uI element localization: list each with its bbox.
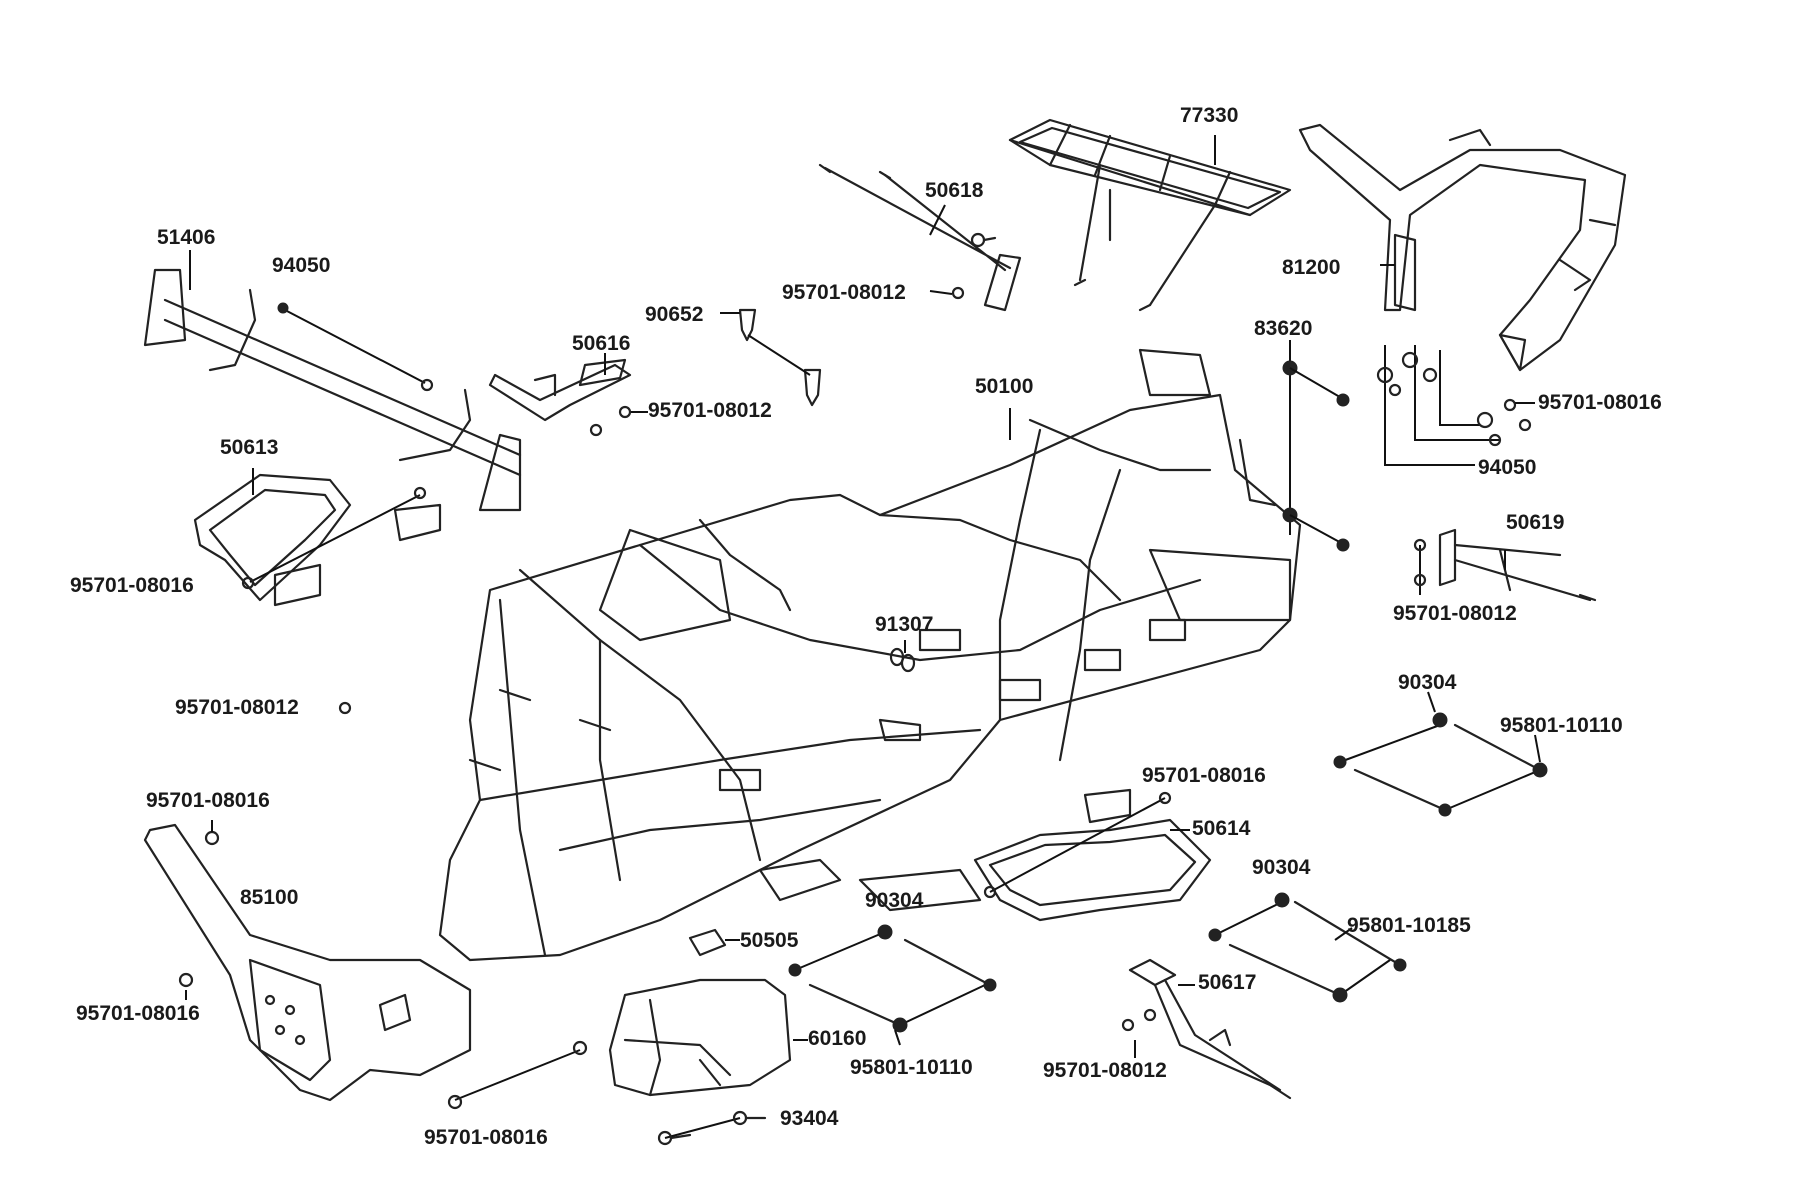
bolt-icon (241, 576, 255, 590)
bolt-icon (204, 830, 220, 846)
bolt-set-95701-08016f (447, 1040, 588, 1110)
label-90304-lower: 90304 (1252, 856, 1311, 879)
label-50614: 50614 (1192, 817, 1251, 840)
bolt-icon (618, 405, 632, 419)
bolt-set-95801-10110a (1333, 712, 1548, 817)
bolt-icon (178, 972, 194, 988)
bolt-icon (1413, 538, 1427, 552)
leader-95701-08012a (929, 290, 953, 295)
label-83620: 83620 (1254, 317, 1313, 340)
leader-94050a (284, 309, 426, 384)
bolt-icon (951, 286, 965, 300)
label-90304-upper: 90304 (1398, 671, 1457, 694)
label-91307: 91307 (875, 613, 934, 636)
label-50505: 50505 (740, 929, 799, 952)
label-50618: 50618 (925, 179, 984, 202)
bolt-icon (1121, 1018, 1135, 1032)
nut-icon (420, 378, 434, 392)
bolt-icon (1413, 573, 1427, 587)
cross-member-51406 (143, 268, 522, 512)
label-94050-upper: 94050 (272, 254, 331, 277)
label-50613: 50613 (220, 436, 279, 459)
label-95701-08012-mid: 95701-08012 (648, 399, 772, 422)
label-95701-08016-lower-left: 95701-08016 (76, 1002, 200, 1025)
label-50619: 50619 (1506, 511, 1565, 534)
mount-83620 (1282, 340, 1350, 552)
label-94050-right: 94050 (1478, 456, 1537, 479)
label-95701-08016-center: 95701-08016 (1142, 764, 1266, 787)
bolt-icon (1143, 1008, 1157, 1022)
label-90304-center: 90304 (865, 889, 924, 912)
label-50617: 50617 (1198, 971, 1257, 994)
bolt-icon (589, 423, 603, 437)
bracket-50505 (688, 928, 727, 957)
label-95701-08016-right: 95701-08016 (1538, 391, 1662, 414)
leader-95801-10110b (894, 1029, 901, 1046)
bolt-icon (970, 232, 997, 248)
bolt-set-95801-10185 (1208, 892, 1407, 1003)
leader-95701-08016c (989, 797, 1166, 893)
leader-95701-08016a (249, 494, 421, 583)
nut-icon (277, 302, 289, 314)
rear-guard-81200 (1298, 123, 1627, 372)
label-50616: 50616 (572, 332, 631, 355)
label-95701-08012-right: 95701-08012 (1393, 602, 1517, 625)
label-95801-10110-right: 95801-10110 (1500, 714, 1623, 737)
bolt-icon (1158, 791, 1172, 805)
bolt-icon (338, 701, 352, 715)
label-50100: 50100 (975, 375, 1034, 398)
footrest-50614 (973, 788, 1212, 922)
footrest-50613 (193, 473, 442, 607)
bracket-50617 (1128, 958, 1292, 1100)
leader-90304a (1427, 691, 1436, 713)
bolt-set-95801-10110b (788, 924, 997, 1033)
label-95701-08016-bottom: 95701-08016 (424, 1126, 548, 1149)
label-95801-10185: 95801-10185 (1347, 914, 1471, 937)
leader-95801-10110a (1534, 734, 1541, 763)
label-60160: 60160 (808, 1027, 867, 1050)
label-81200: 81200 (1282, 256, 1341, 279)
front-guard-85100 (143, 823, 472, 1102)
label-95701-08012-lower: 95701-08012 (1043, 1059, 1167, 1082)
clip-90652 (738, 308, 822, 407)
fastener-group (1376, 345, 1532, 466)
rear-rack-77330 (1008, 118, 1292, 312)
main-frame-50100 (438, 348, 1302, 962)
leader-95801-10185 (1334, 927, 1353, 941)
label-95701-08016-front: 95701-08016 (146, 789, 270, 812)
label-51406: 51406 (157, 226, 216, 249)
bolt-set-93404 (657, 1110, 767, 1146)
label-95701-08012-left: 95701-08012 (175, 696, 299, 719)
bracket-50619 (1438, 528, 1597, 602)
label-90652: 90652 (645, 303, 704, 326)
bolt-icon (413, 486, 427, 500)
label-95801-10110-lower: 95801-10110 (850, 1056, 973, 1079)
bracket-50618 (818, 163, 1022, 312)
bracket-50616 (488, 358, 632, 422)
cover-60160 (608, 978, 792, 1097)
label-93404: 93404 (780, 1107, 839, 1130)
label-95701-08012-upper: 95701-08012 (782, 281, 906, 304)
bolt-icon (983, 885, 997, 899)
label-95701-08016-left: 95701-08016 (70, 574, 194, 597)
leader-50618 (929, 204, 946, 236)
o-ring-91307 (889, 647, 916, 673)
label-77330: 77330 (1180, 104, 1239, 127)
label-85100: 85100 (240, 886, 299, 909)
